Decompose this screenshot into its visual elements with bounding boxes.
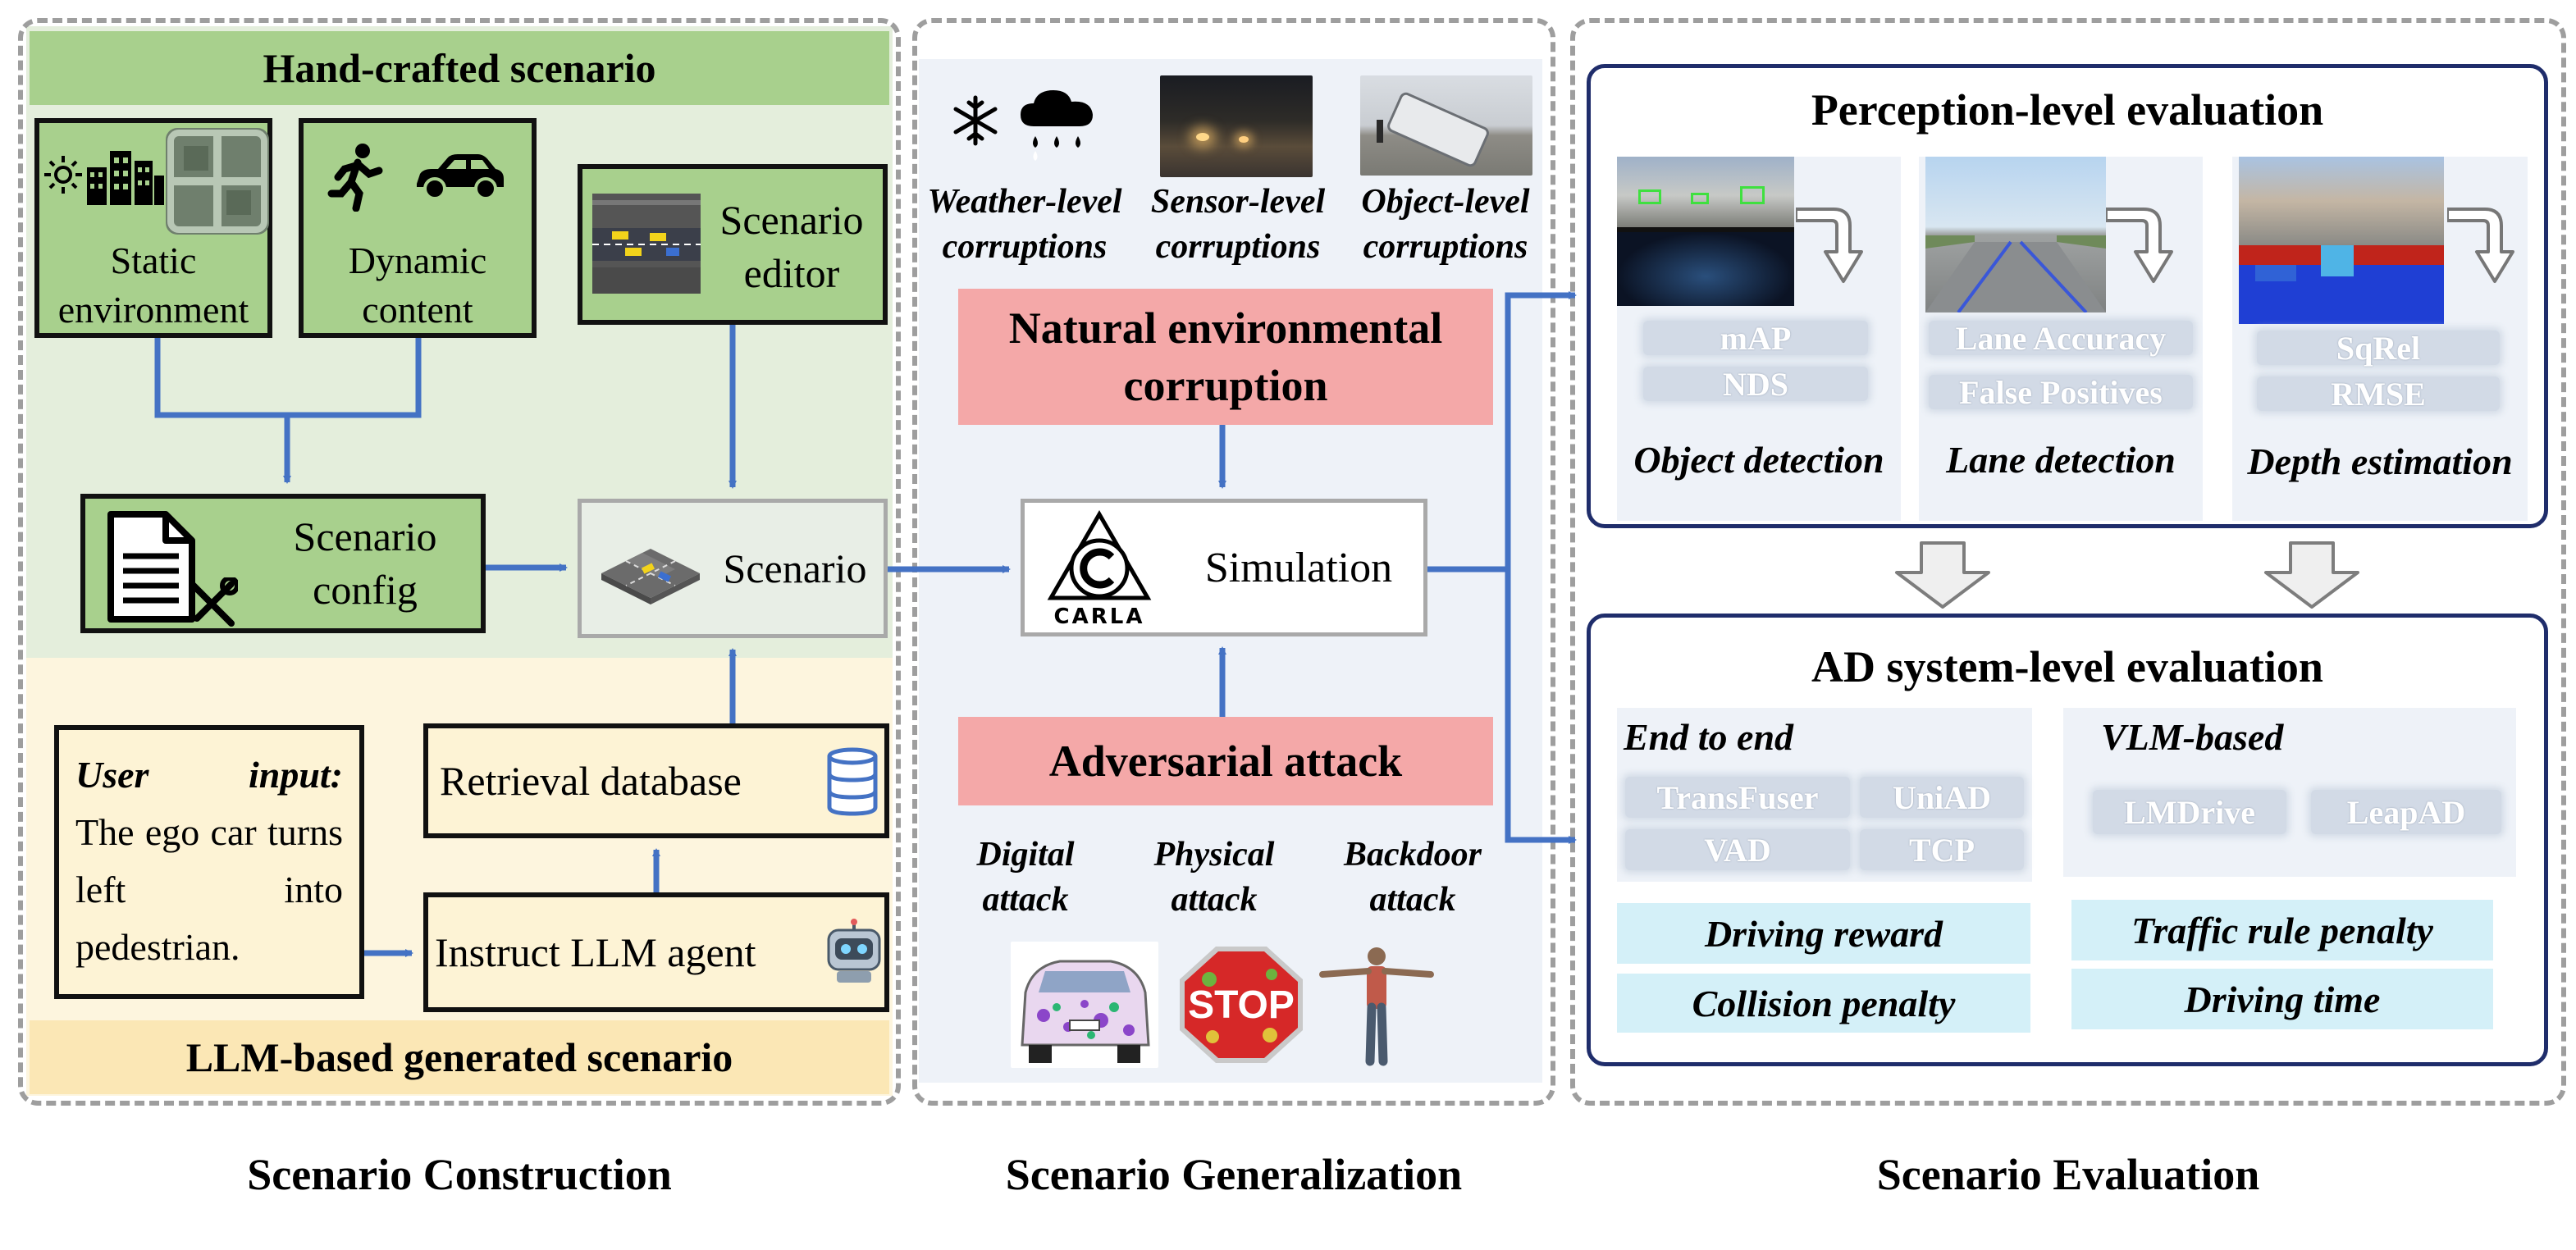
document-icon (107, 511, 195, 623)
model-leapad: LeapAD (2311, 790, 2501, 834)
lane-detection-arrow-icon (2106, 208, 2173, 283)
user-input-text: The ego car turns left into pedestrian. (75, 810, 343, 968)
backdoor-attack-label: Backdoor attack (1344, 835, 1482, 919)
scenario-config-label: Scenario config (293, 513, 437, 613)
editor-screenshot-icon (592, 194, 701, 294)
model-tcp: TCP (1860, 829, 2024, 870)
static-environment-box: Static environment (34, 118, 272, 338)
section-label-evaluation: Scenario Evaluation (1876, 1150, 2260, 1199)
construction-section (18, 18, 901, 1106)
simulation-box: CARLA Simulation (1021, 499, 1427, 636)
perception-evaluation-box: Perception-level evaluation mAP NDS Obje… (1587, 64, 2548, 528)
sun-icon (44, 156, 82, 194)
section-label-construction: Scenario Construction (247, 1150, 672, 1199)
depth-estimation-panel: SqRel RMSE Depth estimation (2232, 157, 2528, 521)
snowflake-icon (953, 95, 998, 146)
object-detection-arrow-icon (1796, 208, 1863, 283)
sensor-corruption-label: Sensor-level corruptions (1150, 182, 1326, 266)
metric-driving-reward: Driving reward (1617, 903, 2030, 964)
intersection-icon (601, 549, 700, 604)
lane-detection-image (1925, 157, 2106, 312)
backdoor-attack-image (1316, 942, 1437, 1068)
carla-logo-icon (1047, 510, 1152, 600)
object-corruption-image (1360, 75, 1532, 176)
ad-system-title: AD system-level evaluation (1811, 642, 2323, 691)
dynamic-content-box: Dynamic content (299, 118, 537, 338)
depth-estimation-label: Depth estimation (2247, 440, 2513, 482)
instruct-llm-label: Instruct LLM agent (435, 929, 756, 975)
object-detection-label: Object detection (1633, 438, 1884, 481)
metric-sqrel: SqRel (2257, 330, 2500, 367)
robot-icon (827, 919, 881, 983)
adversarial-attack-box: Adversarial attack (958, 717, 1493, 805)
retrieval-database-label: Retrieval database (440, 758, 742, 804)
depth-estimation-arrow-icon (2447, 208, 2514, 283)
depth-estimation-image (2239, 157, 2444, 324)
user-input-heading: User input: (75, 754, 343, 796)
tools-icon (189, 577, 238, 627)
stop-sign-text: STOP (1188, 983, 1295, 1027)
metric-map: mAP (1643, 320, 1868, 357)
section-label-generalization: Scenario Generalization (1005, 1150, 1463, 1199)
metric-rmse: RMSE (2257, 376, 2500, 413)
weather-corruption-label: Weather-level corruptions (927, 182, 1122, 266)
database-icon (827, 747, 878, 816)
simulation-label: Simulation (1204, 544, 1393, 591)
metric-false-positives: False Positives (1929, 374, 2193, 411)
runner-icon (327, 144, 383, 212)
lane-detection-panel: Lane Accuracy False Positives Lane detec… (1919, 157, 2203, 521)
down-arrow-left-icon (1895, 541, 1990, 609)
carla-logo-text: CARLA (1053, 604, 1145, 629)
model-vad: VAD (1625, 829, 1850, 870)
llm-generated-title: LLM-based generated scenario (30, 1020, 889, 1094)
physical-attack-image: STOP (1173, 942, 1309, 1068)
model-lmdrive: LMDrive (2093, 790, 2286, 834)
lane-detection-label: Lane detection (1946, 438, 2176, 481)
model-transfuser: TransFuser (1625, 777, 1850, 818)
sensor-corruption-image (1160, 75, 1313, 177)
map-icon (166, 128, 269, 235)
metric-lane-accuracy: Lane Accuracy (1929, 320, 2193, 357)
metric-collision-penalty: Collision penalty (1617, 974, 2030, 1033)
buildings-icon (87, 151, 164, 205)
digital-attack-image (1011, 942, 1158, 1068)
ad-system-evaluation-box: AD system-level evaluation End to end Tr… (1587, 614, 2548, 1066)
down-arrow-right-icon (2264, 541, 2359, 609)
metric-nds: NDS (1643, 366, 1868, 403)
rain-cloud-icon (1021, 90, 1093, 161)
vlm-based-panel: VLM-based LMDrive LeapAD (2063, 708, 2516, 877)
natural-corruption-box: Natural environmental corruption (958, 289, 1493, 425)
object-detection-image (1617, 157, 1794, 306)
scenario-label: Scenario (723, 545, 867, 591)
vlm-based-title: VLM-based (2101, 716, 2284, 758)
perception-title: Perception-level evaluation (1811, 85, 2324, 135)
object-detection-panel: mAP NDS Object detection (1617, 157, 1901, 521)
retrieval-database-box: Retrieval database (423, 723, 889, 838)
dynamic-content-label: Dynamic content (348, 240, 487, 331)
scenario-box: Scenario (578, 499, 888, 638)
static-environment-label: Static environment (57, 240, 249, 331)
user-input-box: User input: The ego car turns left into … (54, 725, 364, 999)
digital-attack-label: Digital attack (976, 835, 1075, 919)
model-uniad: UniAD (1860, 777, 2024, 818)
scenario-editor-box: Scenario editor (578, 164, 888, 325)
physical-attack-label: Physical attack (1153, 835, 1275, 919)
car-icon (417, 154, 504, 200)
metric-driving-time: Driving time (2071, 969, 2493, 1029)
object-corruption-label: Object-level corruptions (1361, 182, 1530, 266)
handcrafted-title: Hand-crafted scenario (30, 31, 889, 105)
end-to-end-panel: End to end TransFuser UniAD VAD TCP (1617, 708, 2032, 882)
scenario-editor-label: Scenario editor (719, 197, 864, 296)
end-to-end-title: End to end (1624, 716, 1794, 758)
instruct-llm-box: Instruct LLM agent (423, 892, 889, 1012)
metric-traffic-rule-penalty: Traffic rule penalty (2071, 900, 2493, 960)
scenario-config-box: Scenario config (80, 494, 486, 633)
